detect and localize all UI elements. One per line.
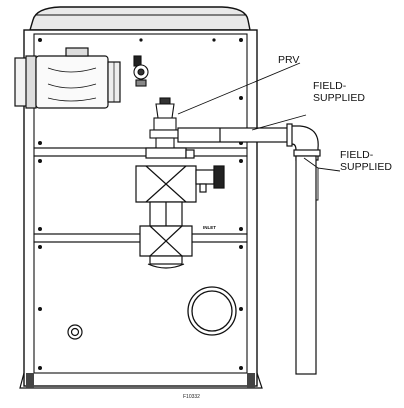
label-prv: PRV: [278, 54, 299, 66]
label-field-supplied-1-line1: FIELD-: [313, 80, 347, 92]
label-field-supplied-2-line1: FIELD-: [340, 149, 374, 161]
inlet-stamp: INLET: [203, 225, 216, 230]
callout-labels: PRV FIELD- SUPPLIED FIELD- SUPPLIED: [278, 54, 392, 173]
label-field-supplied-1-line2: SUPPLIED: [313, 92, 365, 104]
vent-opening-icon: [187, 286, 237, 336]
gas-valve-body-icon: [135, 147, 225, 269]
sight-glass-icon: [133, 55, 149, 87]
label-field-supplied-2-line2: SUPPLIED: [340, 161, 392, 173]
drain-opening-icon: [67, 324, 83, 340]
blower-icon: [14, 47, 121, 109]
prv-valve-icon: [149, 97, 181, 149]
field-supplied-pipe-icon: [177, 123, 321, 375]
figure-number: F10332: [183, 394, 200, 400]
screws: [38, 38, 243, 370]
leader-lines: [177, 62, 341, 201]
